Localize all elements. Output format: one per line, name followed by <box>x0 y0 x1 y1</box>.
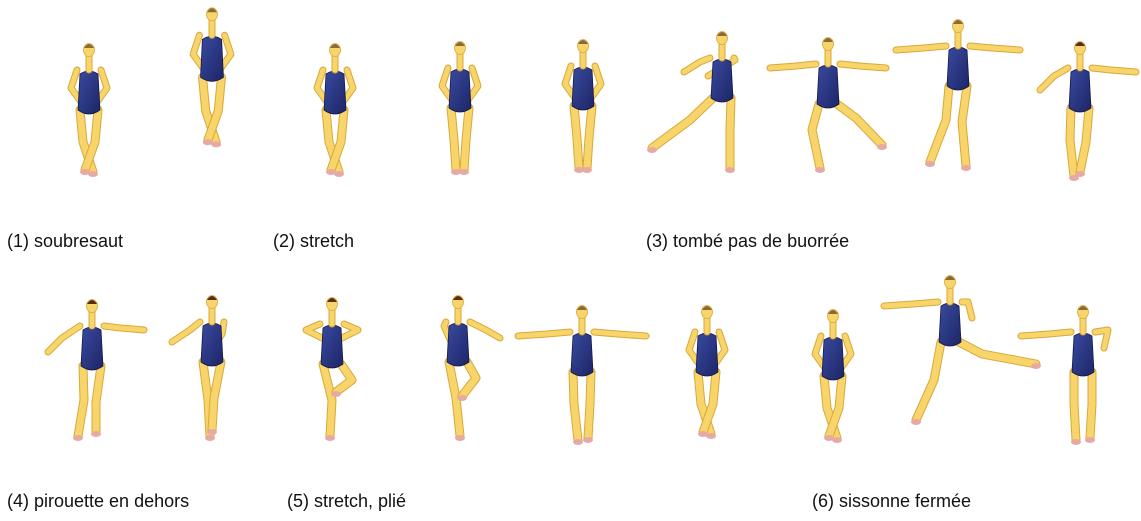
dancer-figure <box>884 276 1041 426</box>
dancer-figure <box>48 300 144 442</box>
dancer-figure <box>1040 42 1136 182</box>
caption-soubresaut: (1) soubresaut <box>7 231 123 252</box>
dancer-figure <box>71 44 107 178</box>
dancer-figure <box>444 296 500 442</box>
caption-stretch-plie: (5) stretch, plié <box>287 491 406 512</box>
caption-pirouette-en-dehors: (4) pirouette en dehors <box>7 491 189 512</box>
caption-sissonne-fermee: (6) sissonne fermée <box>812 491 971 512</box>
dancer-figure <box>896 20 1020 172</box>
dancer-figure <box>770 38 887 174</box>
dancer-figure <box>647 32 735 174</box>
dancer-figure <box>815 310 851 444</box>
caption-tombe-pas-de-bourree: (3) tombé pas de buorrée <box>646 231 849 252</box>
dancer-figure <box>518 306 646 446</box>
dancer-figure <box>689 306 725 440</box>
dancer-figure <box>565 40 601 174</box>
dancer-figure <box>193 8 231 148</box>
dancer-figure <box>172 296 224 442</box>
dancer-figure <box>442 42 478 176</box>
dancer-figure <box>306 298 358 442</box>
dancer-figure <box>1021 306 1108 446</box>
dancer-figure <box>317 44 353 178</box>
caption-stretch: (2) stretch <box>273 231 354 252</box>
